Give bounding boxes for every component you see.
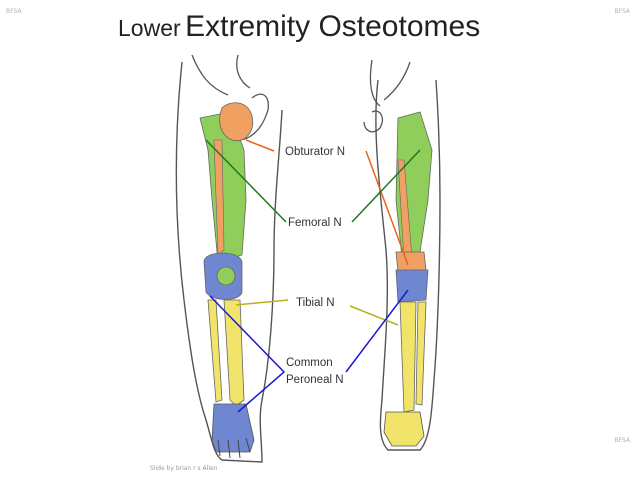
watermark-top-right: BFSA: [614, 8, 631, 15]
tibial-line-left: [235, 299, 289, 306]
right-leg: [363, 59, 441, 451]
slide-title: Lower Extremity Osteotomes: [118, 10, 480, 44]
nerve-lines: [205, 139, 421, 413]
femoral-line-left: [205, 139, 287, 223]
label-common: Common: [286, 357, 333, 369]
right-leg-outline: [375, 79, 441, 451]
label-femoral: Femoral N: [288, 217, 342, 229]
title-part-lower: Lower: [118, 15, 181, 41]
left-leg: [175, 54, 283, 463]
right-tibia: [399, 301, 417, 413]
right-heel: [383, 411, 425, 447]
left-fibula: [207, 299, 223, 403]
peroneal-line-right: [345, 289, 409, 373]
watermark-top-left: BFSA: [6, 8, 22, 15]
left-toes: [217, 437, 251, 459]
left-leg-outline: [175, 61, 283, 463]
label-obturator: Obturator N: [285, 146, 345, 158]
watermark-bottom-right: BFSA: [614, 437, 631, 444]
label-tibial: Tibial N: [296, 297, 335, 309]
right-fibula: [415, 301, 427, 406]
left-patella: [216, 266, 236, 286]
right-knee-peroneal-zone: [395, 269, 429, 303]
left-pelvis-sketch: [191, 54, 269, 141]
label-peroneal: Peroneal N: [286, 374, 344, 386]
right-pelvis-sketch: [363, 59, 411, 133]
left-hip-obturator-zone: [219, 102, 254, 142]
obturator-line-right: [365, 150, 409, 266]
obturator-line-left: [245, 139, 275, 152]
peroneal-line-left: [209, 295, 286, 413]
tibial-line-right: [349, 305, 399, 326]
slide-credit: Slide by brian r s Allen: [150, 465, 218, 472]
femoral-line-right: [351, 149, 421, 223]
title-part-main: Extremity Osteotomes: [185, 10, 481, 43]
right-knee-obturator-zone: [395, 251, 427, 273]
left-femur-obturator-strip: [213, 139, 225, 256]
left-tibia: [223, 299, 245, 407]
